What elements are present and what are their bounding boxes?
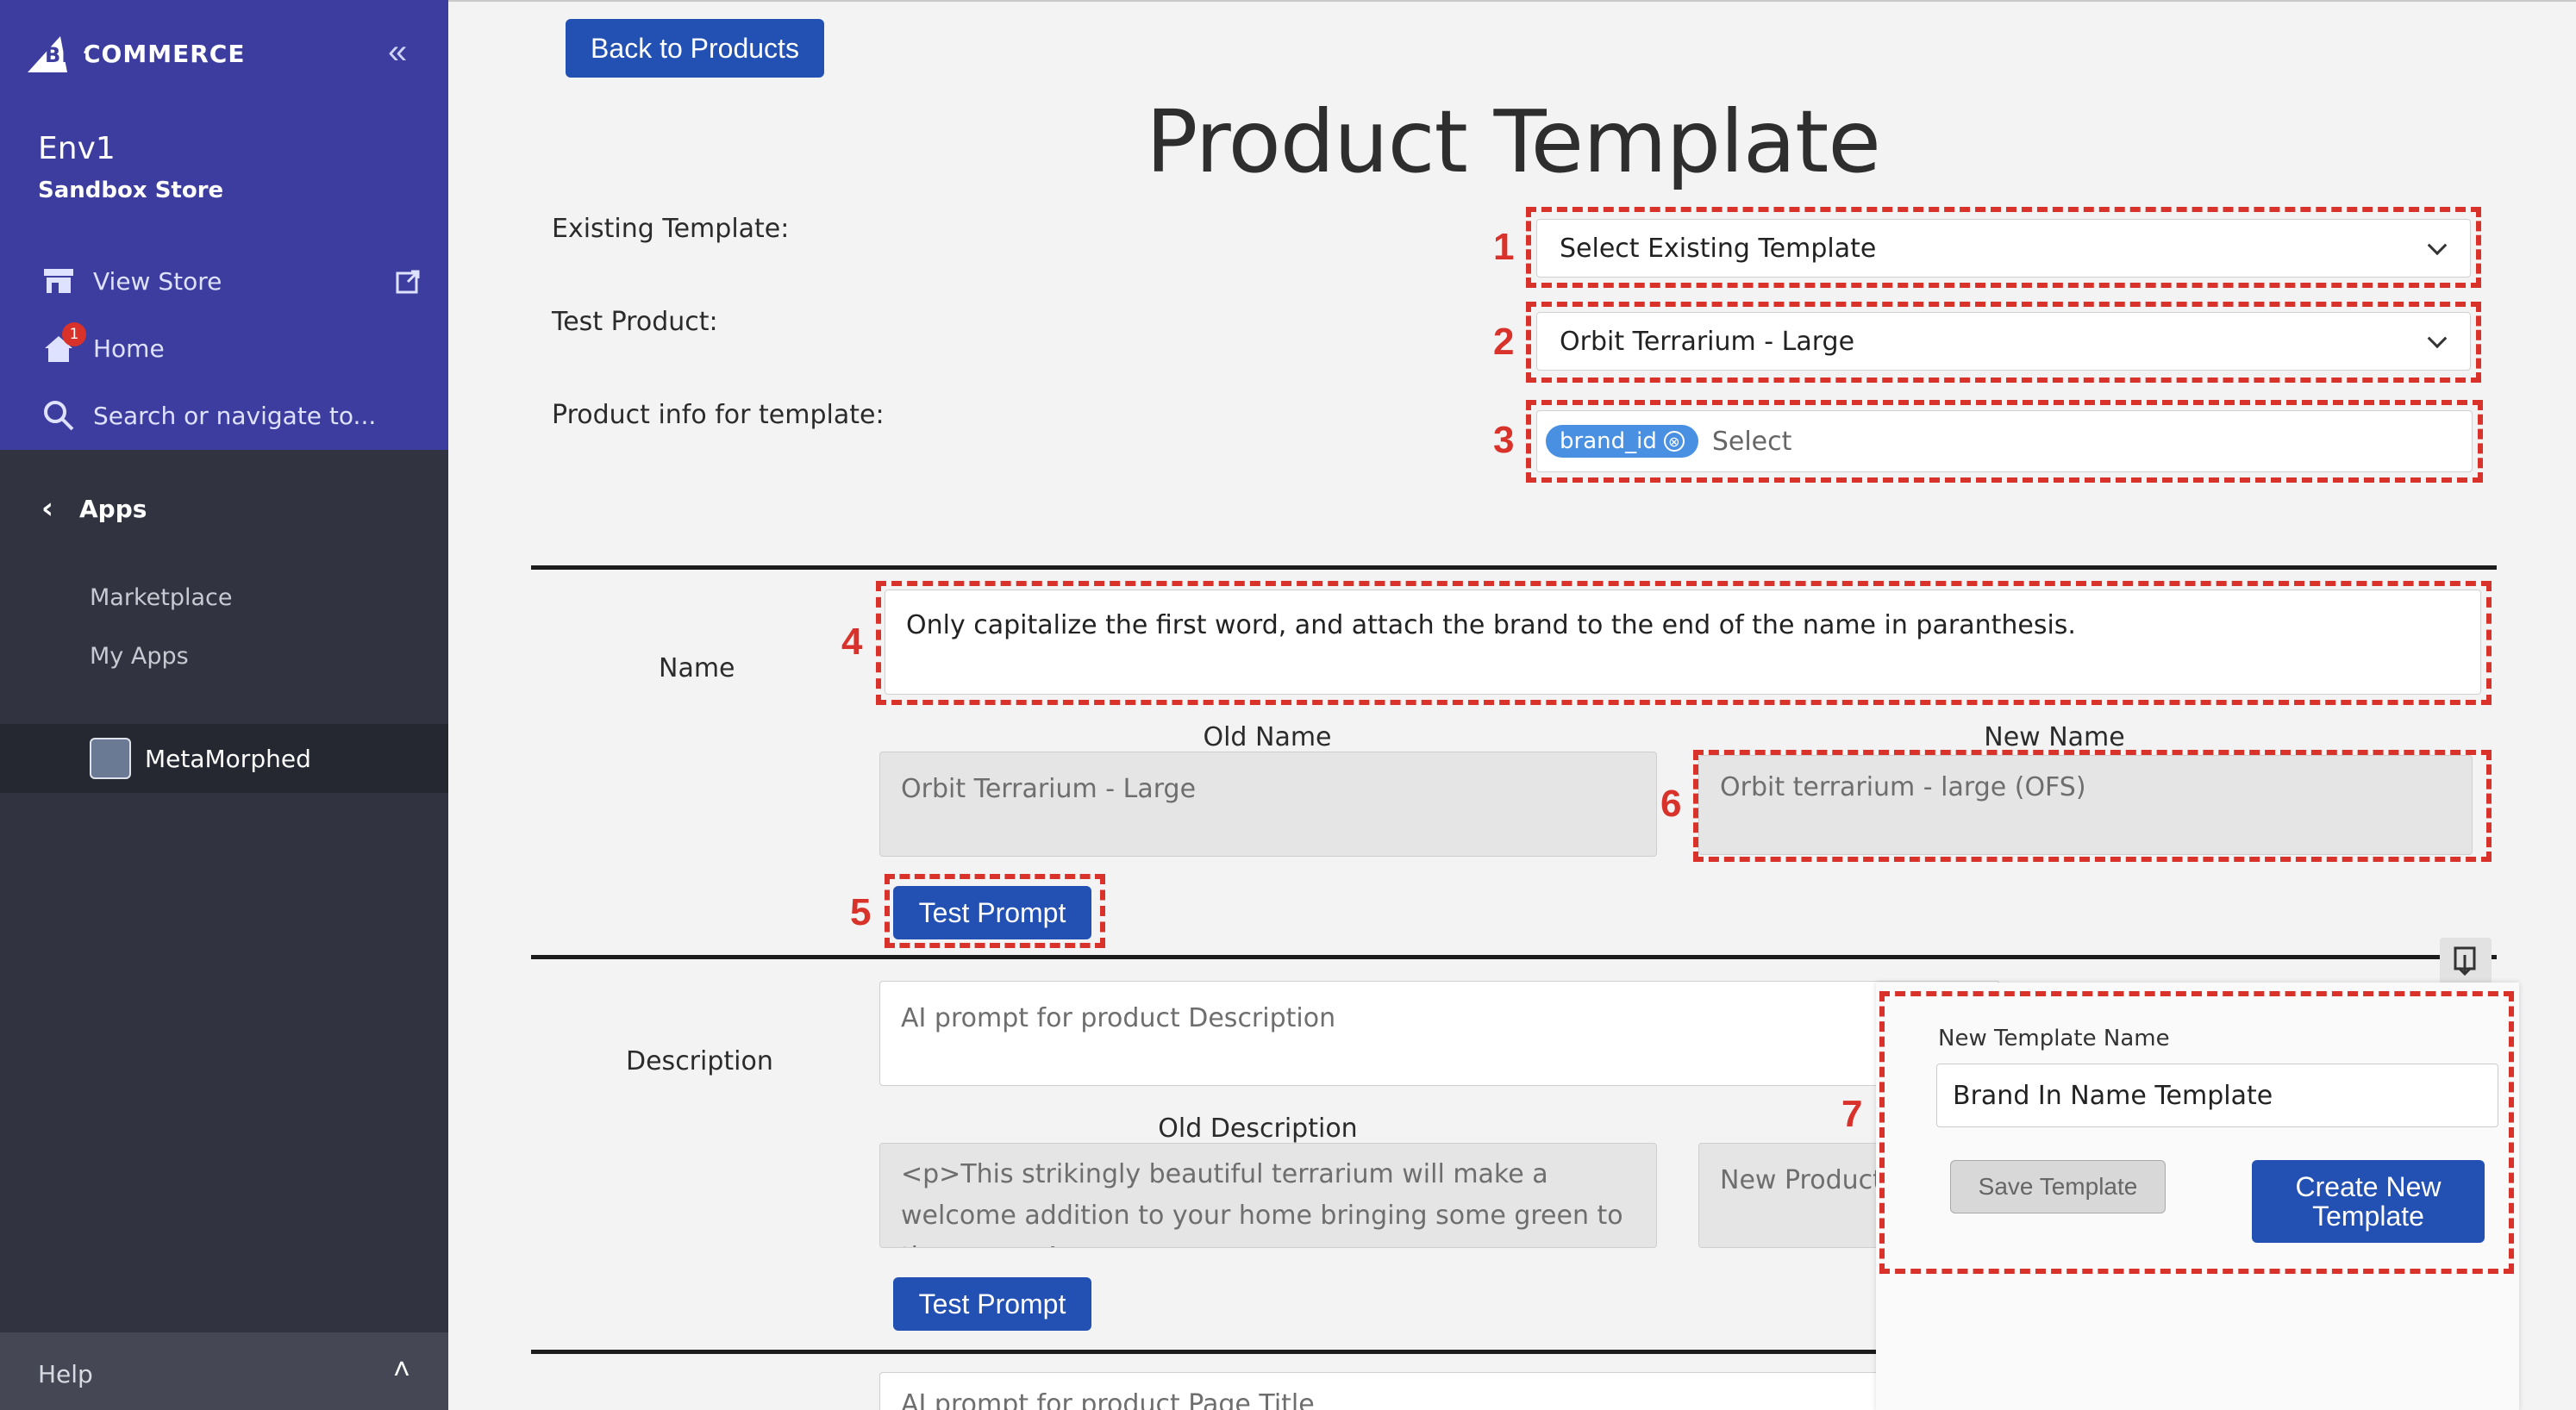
sidebar-header [0, 0, 448, 450]
env-name: Env1 [38, 131, 116, 166]
sidebar: BIG COMMERCE « Env1 Sandbox Store View S… [0, 0, 448, 1410]
bigcommerce-logo-icon [28, 36, 67, 72]
annotation-box-3 [1526, 400, 2483, 483]
chevron-up-icon[interactable]: ˄ [393, 1353, 410, 1386]
new-template-name-input[interactable]: Brand In Name Template [1936, 1064, 2498, 1127]
save-template-toggle-icon[interactable] [2440, 938, 2492, 984]
old-name-header: Old Name [1203, 722, 1332, 752]
my-apps-link[interactable]: My Apps [90, 643, 189, 670]
apps-label: Apps [79, 494, 147, 523]
search-label: Search or navigate to... [93, 401, 377, 430]
home-link[interactable]: 1 Home [41, 322, 165, 365]
new-template-name-label: New Template Name [1938, 1026, 2170, 1051]
page-title: Product Template [1146, 91, 1881, 192]
name-prompt-textarea[interactable]: Only capitalize the first word, and atta… [885, 590, 2481, 695]
section-divider [531, 955, 2497, 959]
chevron-left-icon: ‹ [41, 491, 54, 526]
chip-label: brand_id [1560, 428, 1657, 454]
product-info-label: Product info for template: [552, 400, 885, 430]
name-section-label: Name [659, 653, 735, 683]
annotation-box-1 [1526, 207, 2481, 288]
multiselect-placeholder: Select [1711, 426, 1792, 457]
existing-template-select[interactable]: Select Existing Template [1536, 219, 2471, 278]
sidebar-item-metamorphed[interactable] [0, 724, 448, 793]
old-description-textarea: <p>This strikingly beautiful terrarium w… [879, 1143, 1657, 1248]
save-template-button[interactable]: Save Template [1950, 1160, 2166, 1213]
annotation-number-1: 1 [1493, 226, 1515, 268]
new-name-header: New Name [1984, 722, 2125, 752]
new-name-textarea: Orbit terrarium - large (OFS) [1698, 755, 2473, 855]
annotation-box-6 [1693, 750, 2492, 862]
new-description-textarea: New Product [1698, 1143, 1905, 1248]
store-label: Sandbox Store [38, 178, 224, 203]
search-icon [41, 398, 76, 433]
annotation-box-7 [1879, 991, 2514, 1274]
page-title-prompt-textarea[interactable]: AI prompt for product Page Title [879, 1372, 2000, 1410]
app-name-label[interactable]: MetaMorphed [145, 745, 311, 773]
help-bar[interactable] [0, 1332, 448, 1410]
bigcommerce-logo[interactable]: BIG COMMERCE [26, 31, 245, 76]
help-label[interactable]: Help [38, 1360, 93, 1388]
logo-big-text: BIG [45, 43, 88, 67]
home-icon: 1 [41, 322, 86, 365]
app-thumbnail-icon [90, 738, 131, 779]
view-store-link[interactable]: View Store [41, 264, 222, 298]
logo-rest-text: COMMERCE [83, 39, 246, 68]
annotation-number-3: 3 [1493, 419, 1515, 461]
chevron-down-icon [2427, 235, 2448, 256]
section-divider [531, 565, 2497, 570]
storefront-icon [41, 264, 76, 298]
existing-template-label: Existing Template: [552, 214, 790, 244]
section-divider [531, 1350, 2497, 1354]
chevron-down-icon [2427, 328, 2448, 349]
remove-chip-icon[interactable]: ⊗ [1663, 431, 1685, 452]
annotation-number-4: 4 [841, 621, 863, 663]
description-test-prompt-button[interactable]: Test Prompt [893, 1277, 1091, 1331]
annotation-box-5 [885, 874, 1105, 948]
brand-id-chip[interactable]: brand_id ⊗ [1546, 425, 1698, 458]
old-description-header: Old Description [1158, 1114, 1358, 1144]
collapse-sidebar-icon[interactable]: « [388, 33, 408, 71]
test-product-select[interactable]: Orbit Terrarium - Large [1536, 312, 2471, 371]
old-name-textarea: Orbit Terrarium - Large [879, 752, 1657, 857]
product-info-multiselect[interactable]: brand_id ⊗ Select [1536, 410, 2473, 472]
apps-back-link[interactable]: ‹ Apps [41, 491, 147, 526]
test-product-label: Test Product: [552, 307, 718, 337]
description-prompt-textarea[interactable]: AI prompt for product Description [879, 981, 2000, 1086]
annotation-box-4 [876, 581, 2492, 705]
existing-template-value: Select Existing Template [1560, 233, 1877, 264]
test-product-value: Orbit Terrarium - Large [1560, 326, 1855, 357]
search-navigate[interactable]: Search or navigate to... [41, 398, 376, 433]
annotation-box-2 [1526, 302, 2481, 383]
view-store-label: View Store [93, 266, 222, 296]
description-section-label: Description [626, 1046, 773, 1076]
annotation-number-5: 5 [850, 891, 872, 933]
back-to-products-button[interactable]: Back to Products [566, 19, 824, 78]
home-notification-badge: 1 [62, 322, 86, 346]
annotation-number-6: 6 [1660, 783, 1682, 825]
name-test-prompt-button[interactable]: Test Prompt [893, 886, 1091, 939]
external-link-icon[interactable] [395, 269, 421, 295]
top-divider [448, 0, 2576, 2]
annotation-number-2: 2 [1493, 321, 1515, 363]
marketplace-link[interactable]: Marketplace [90, 584, 233, 611]
create-new-template-button[interactable]: Create New Template [2252, 1160, 2485, 1243]
annotation-number-7: 7 [1841, 1093, 1863, 1135]
home-label: Home [93, 334, 165, 363]
